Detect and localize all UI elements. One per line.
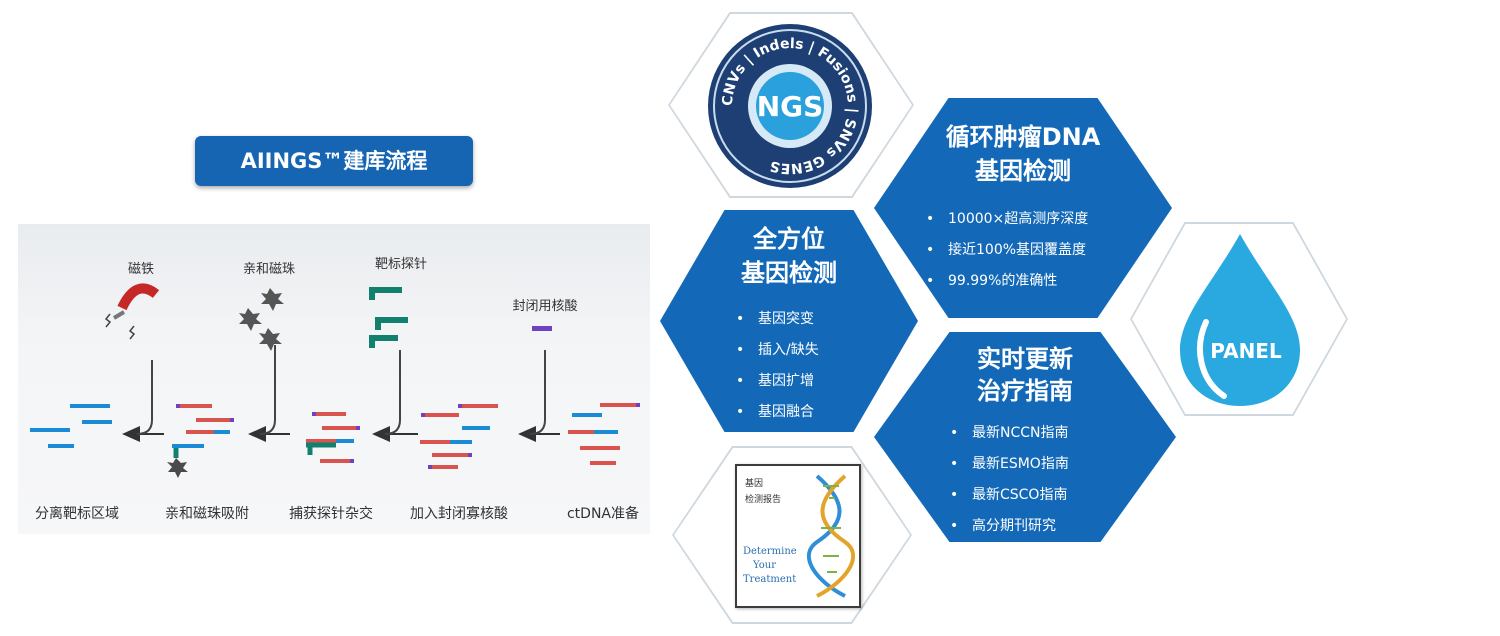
ngs-badge: CNVs | Indels | Fusions | SNVs GENES NGS <box>708 24 872 188</box>
book-en-1: Determine <box>743 546 797 557</box>
ctdna-list: 10000×超高测序深度 接近100%基因覆盖度 99.99%的准确性 <box>926 204 1088 297</box>
list-item: 最新CSCO指南 <box>950 480 1069 511</box>
hybridized-fragments <box>306 412 360 463</box>
reagent-arrow-blocker <box>529 350 546 435</box>
book-cn-1: 基因 <box>745 479 764 489</box>
separated-targets <box>30 404 112 448</box>
reagent-arrow-probe <box>384 350 401 435</box>
book-cn-2: 检测报告 <box>745 495 782 505</box>
list-item: 99.99%的准确性 <box>926 266 1088 297</box>
panel-label: PANEL <box>1210 339 1282 363</box>
magnet-icon <box>104 283 160 340</box>
step-label-capture: 亲和磁珠吸附 <box>165 506 249 522</box>
reagent-label-probe: 靶标探针 <box>374 257 427 272</box>
list-item: 接近100%基因覆盖度 <box>926 235 1088 266</box>
step-label-ctdna: ctDNA准备 <box>566 506 640 522</box>
affinity-beads-icon <box>239 288 284 351</box>
list-item: 基因突变 <box>736 304 819 335</box>
workflow-diagram <box>30 283 640 478</box>
reagent-label-blocker: 封闭用核酸 <box>512 299 578 314</box>
drop-icon: PANEL <box>1180 234 1300 406</box>
list-item: 基因融合 <box>736 397 819 428</box>
ctdna-fragments <box>568 403 640 465</box>
guide-title-2: 治疗指南 <box>977 377 1073 405</box>
hex-full: 全方位 基因检测 基因突变 插入/缺失 基因扩增 基因融合 <box>660 210 918 432</box>
bead-captured-fragments <box>167 404 234 478</box>
blocked-fragments <box>420 404 498 469</box>
step-label-hybridize: 捕获探针杂交 <box>289 506 373 522</box>
step-label-blocker: 加入封闭寡核酸 <box>410 506 508 522</box>
probe-icon <box>369 287 408 348</box>
book-en-2: Your <box>753 560 776 571</box>
report-book: 基因 检测报告 Determine Your Treatment <box>735 464 861 608</box>
list-item: 10000×超高测序深度 <box>926 204 1088 235</box>
guide-list: 最新NCCN指南 最新ESMO指南 最新CSCO指南 高分期刊研究 <box>950 418 1069 542</box>
hex-ctdna: 循环肿瘤DNA 基因检测 10000×超高测序深度 接近100%基因覆盖度 99… <box>874 98 1172 318</box>
list-item: 插入/缺失 <box>736 335 819 366</box>
list-item: 最新NCCN指南 <box>950 418 1069 449</box>
list-item: 最新ESMO指南 <box>950 449 1069 480</box>
full-title-2: 基因检测 <box>741 259 837 287</box>
guide-title-1: 实时更新 <box>977 345 1073 373</box>
workflow-title: AIINGS™建库流程 <box>195 136 473 186</box>
ngs-center-text: NGS <box>757 90 824 123</box>
reagent-arrow-magnet <box>136 360 153 435</box>
reagent-label-magnet: 磁铁 <box>127 262 154 277</box>
reagent-label-beads: 亲和磁珠 <box>242 262 295 277</box>
blocker-oligo-icon <box>532 326 552 331</box>
full-title-1: 全方位 <box>753 225 825 253</box>
list-item: 基因扩增 <box>736 366 819 397</box>
ctdna-title-1: 循环肿瘤DNA <box>945 123 1101 151</box>
book-en-3: Treatment <box>743 574 797 585</box>
full-list: 基因突变 插入/缺失 基因扩增 基因融合 <box>736 304 819 428</box>
dna-helix-icon <box>807 474 855 598</box>
reagent-arrow-beads <box>259 345 276 435</box>
list-item: 高分期刊研究 <box>950 511 1069 542</box>
hex-guide: 实时更新 治疗指南 最新NCCN指南 最新ESMO指南 最新CSCO指南 高分期… <box>874 332 1176 542</box>
ctdna-title-2: 基因检测 <box>975 157 1071 185</box>
step-label-separate: 分离靶标区域 <box>35 506 119 522</box>
